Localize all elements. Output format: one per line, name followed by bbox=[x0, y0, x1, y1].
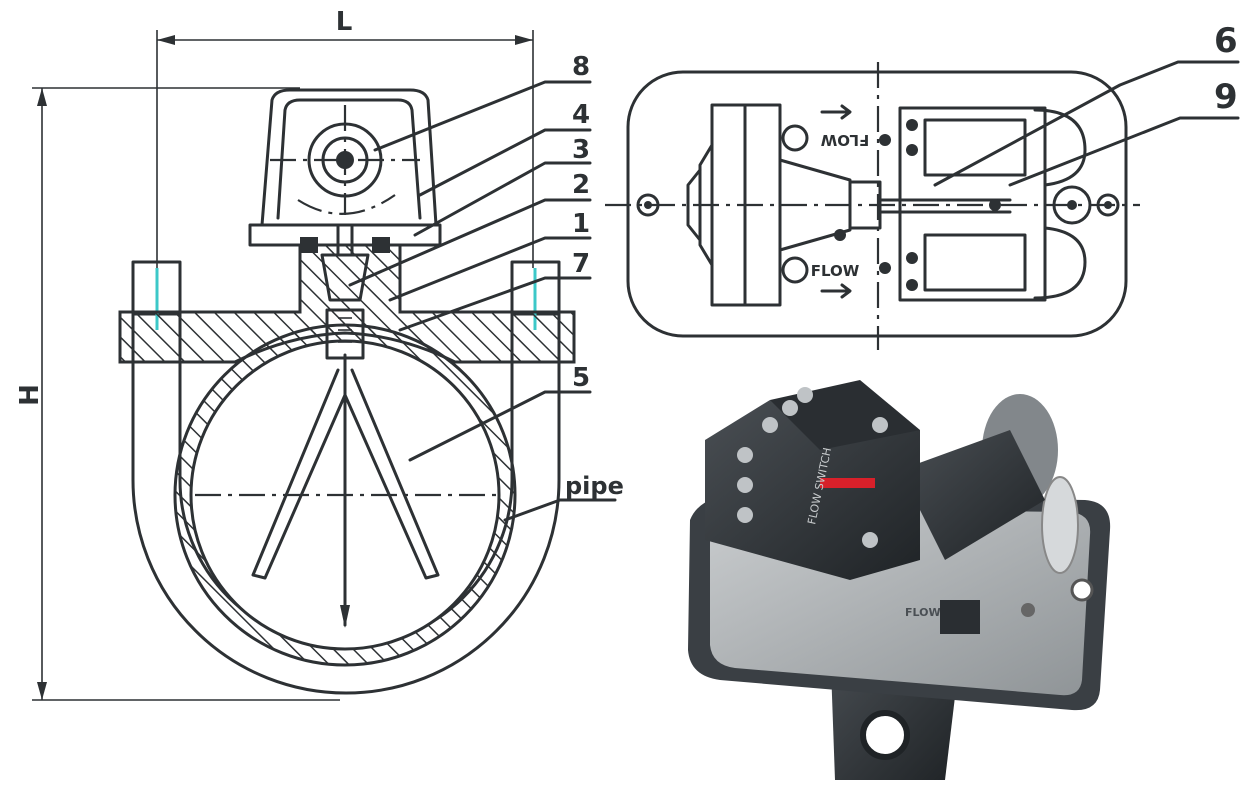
callout-3: 3 bbox=[572, 135, 590, 165]
photo-flow-text: FLOW bbox=[905, 606, 941, 619]
callout-8: 8 bbox=[572, 52, 590, 82]
section-view: L H bbox=[15, 7, 624, 701]
plan-view: FLOW FLOW 6 9 bbox=[605, 21, 1240, 350]
saddle-base bbox=[118, 243, 576, 364]
paddle-assembly bbox=[251, 353, 440, 628]
callout-6: 6 bbox=[1214, 21, 1238, 61]
product-photo: FLOW SWITCH FLOW bbox=[688, 380, 1111, 780]
callout-2: 2 bbox=[572, 170, 590, 200]
switch-housing bbox=[248, 88, 442, 257]
dimension-l-label: L bbox=[336, 7, 353, 37]
pipe-label: pipe bbox=[565, 472, 624, 500]
callout-9: 9 bbox=[1214, 77, 1238, 117]
dimension-l: L bbox=[156, 7, 534, 268]
dimension-h-label: H bbox=[15, 384, 45, 406]
callout-7: 7 bbox=[572, 249, 590, 279]
plan-flow-label-top: FLOW bbox=[820, 131, 869, 149]
mount-holes bbox=[636, 124, 1120, 284]
callout-5: 5 bbox=[572, 363, 590, 393]
callout-1: 1 bbox=[572, 209, 590, 239]
plan-flow-label-bottom: FLOW bbox=[811, 262, 860, 280]
callout-4: 4 bbox=[572, 100, 590, 130]
callout-leaders bbox=[348, 80, 617, 522]
dimension-h: H bbox=[15, 87, 340, 701]
